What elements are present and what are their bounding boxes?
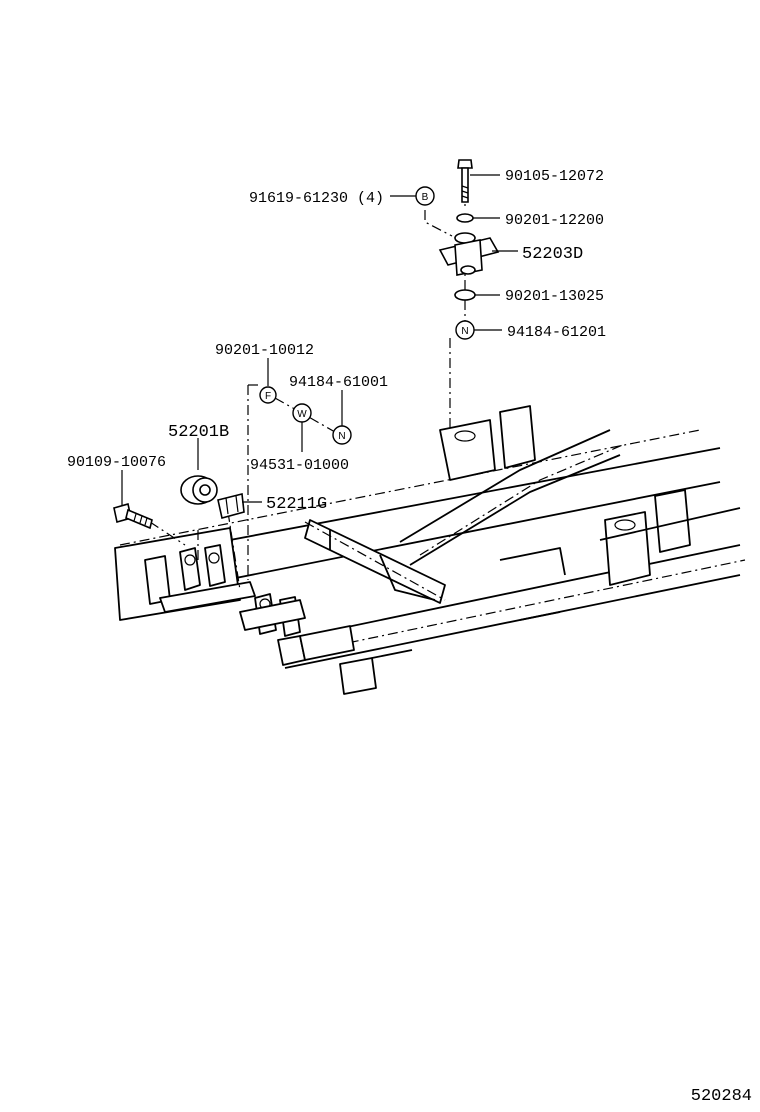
part-52203D-cushion[interactable]	[438, 232, 518, 276]
label-p7: 90201-10012	[215, 342, 314, 359]
part-90201-13025-washer[interactable]	[454, 289, 500, 301]
label-p11: 90109-10076	[67, 454, 166, 471]
symbol-letter-N-upper: N	[461, 326, 468, 337]
part-94184-61201-symbol[interactable]	[455, 320, 502, 340]
part-91619-61230-symbol[interactable]	[390, 186, 435, 206]
part-52201B-cushion[interactable]	[180, 438, 218, 505]
symbol-letters: B N F W N	[265, 192, 469, 442]
label-p1: 90105-12072	[505, 168, 604, 185]
symbol-letter-W: W	[297, 409, 307, 420]
label-p6: 94184-61201	[507, 324, 606, 341]
label-p12: 52211G	[266, 495, 327, 514]
part-90201-12200-washer[interactable]	[456, 213, 500, 223]
part-90201-10012-symbol[interactable]	[259, 358, 277, 404]
label-p8: 94184-61001	[289, 374, 388, 391]
figure-number: 520284	[691, 1087, 752, 1106]
label-p2: 91619-61230 (4)	[249, 190, 384, 207]
part-94184-61001-symbol[interactable]	[332, 390, 352, 445]
part-90105-12072-bolt[interactable]	[457, 159, 500, 203]
label-p9: 52201B	[168, 423, 229, 442]
symbol-letter-B: B	[422, 192, 429, 203]
part-52211G-clip[interactable]	[217, 493, 262, 519]
vehicle-frame-drawing	[114, 405, 746, 695]
part-90109-10076-bolt[interactable]	[113, 470, 153, 530]
symbol-letter-N-lower: N	[338, 431, 345, 442]
part-number-labels: 90105-12072 91619-61230 (4) 90201-12200 …	[67, 168, 606, 514]
symbol-letter-F: F	[265, 391, 271, 402]
label-p3: 90201-12200	[505, 212, 604, 229]
label-p5: 90201-13025	[505, 288, 604, 305]
label-p4: 52203D	[522, 245, 583, 264]
label-p10: 94531-01000	[250, 457, 349, 474]
part-94531-01000-symbol[interactable]	[292, 403, 312, 452]
